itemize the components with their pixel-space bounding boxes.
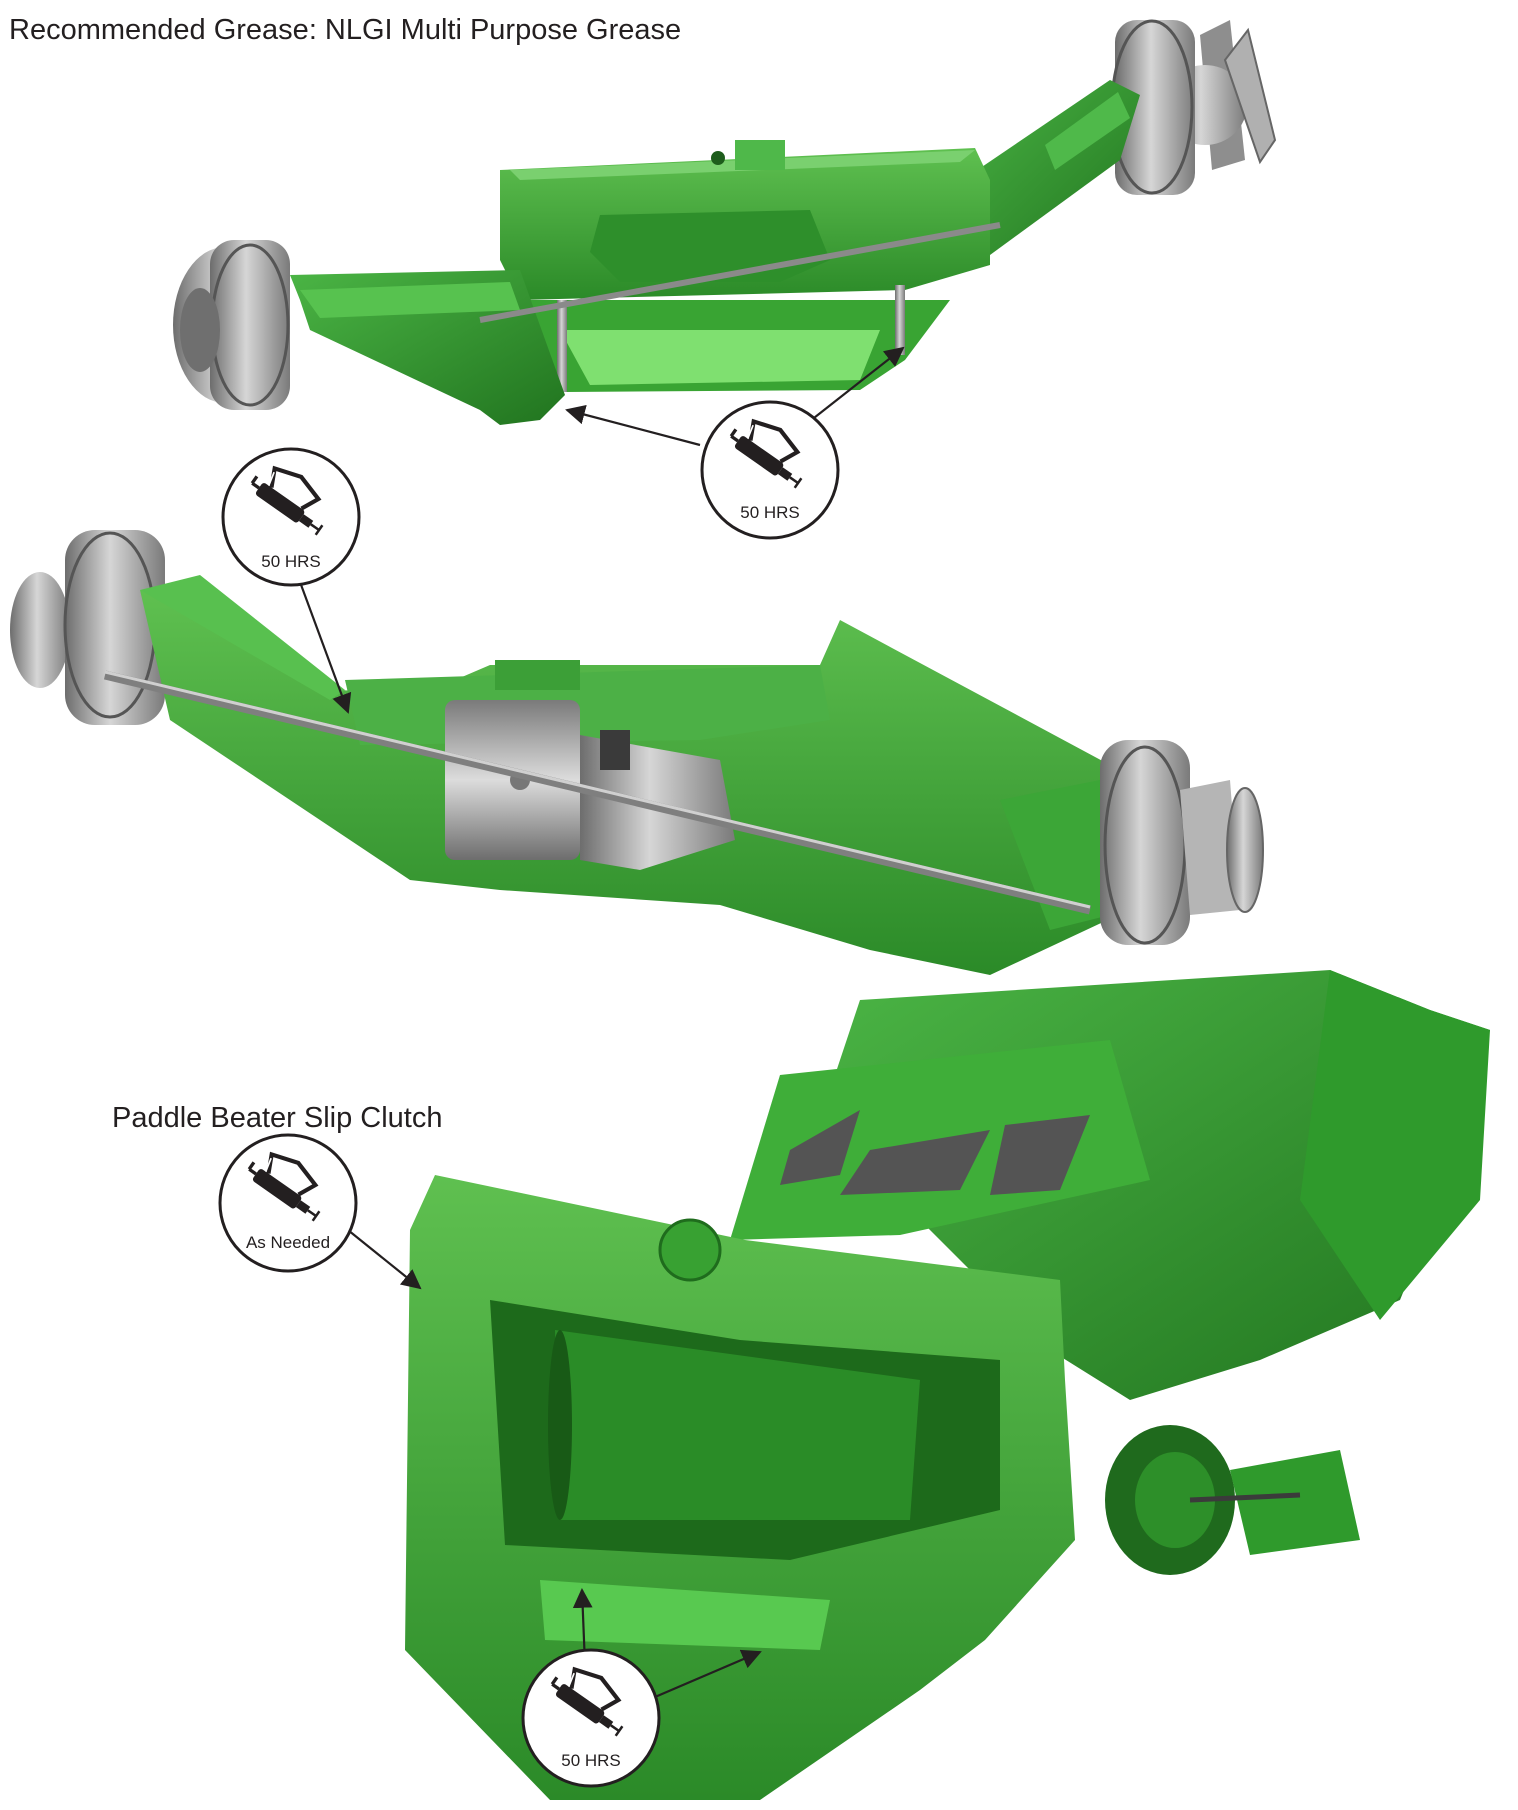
callout-label: 50 HRS xyxy=(740,503,800,522)
callout-axle-middle: 50 HRS xyxy=(221,447,361,587)
callout-paddle-bottom: 50 HRS xyxy=(521,1648,661,1788)
arrow-bottom-right xyxy=(647,1649,762,1702)
arrow-slip-clutch xyxy=(337,1221,422,1290)
section-label: Paddle Beater Slip Clutch xyxy=(112,1102,443,1134)
top-right-hub xyxy=(1110,19,1277,195)
arrow-top-right-pivot xyxy=(804,346,905,426)
page-title: Recommended Grease: NLGI Multi Purpose G… xyxy=(9,14,682,46)
callout-label: 50 HRS xyxy=(261,552,321,571)
top-left-hub xyxy=(173,240,290,410)
callout-label: 50 HRS xyxy=(561,1751,621,1770)
callout-axle-top: 50 HRS xyxy=(700,400,840,540)
callout-slip-clutch: As Needed xyxy=(218,1133,358,1273)
paddle-beater-assembly xyxy=(405,970,1490,1800)
pulley xyxy=(1105,1425,1360,1575)
callout-label: As Needed xyxy=(246,1233,330,1252)
arrow-top-left-pivot xyxy=(565,404,701,447)
top-axle-assembly xyxy=(173,19,1277,425)
middle-right-hub xyxy=(1100,740,1264,945)
arrow-middle-pivot xyxy=(298,581,352,714)
middle-axle-assembly xyxy=(10,530,1264,975)
middle-left-hub xyxy=(10,530,165,725)
callout-arrows xyxy=(298,346,905,1702)
